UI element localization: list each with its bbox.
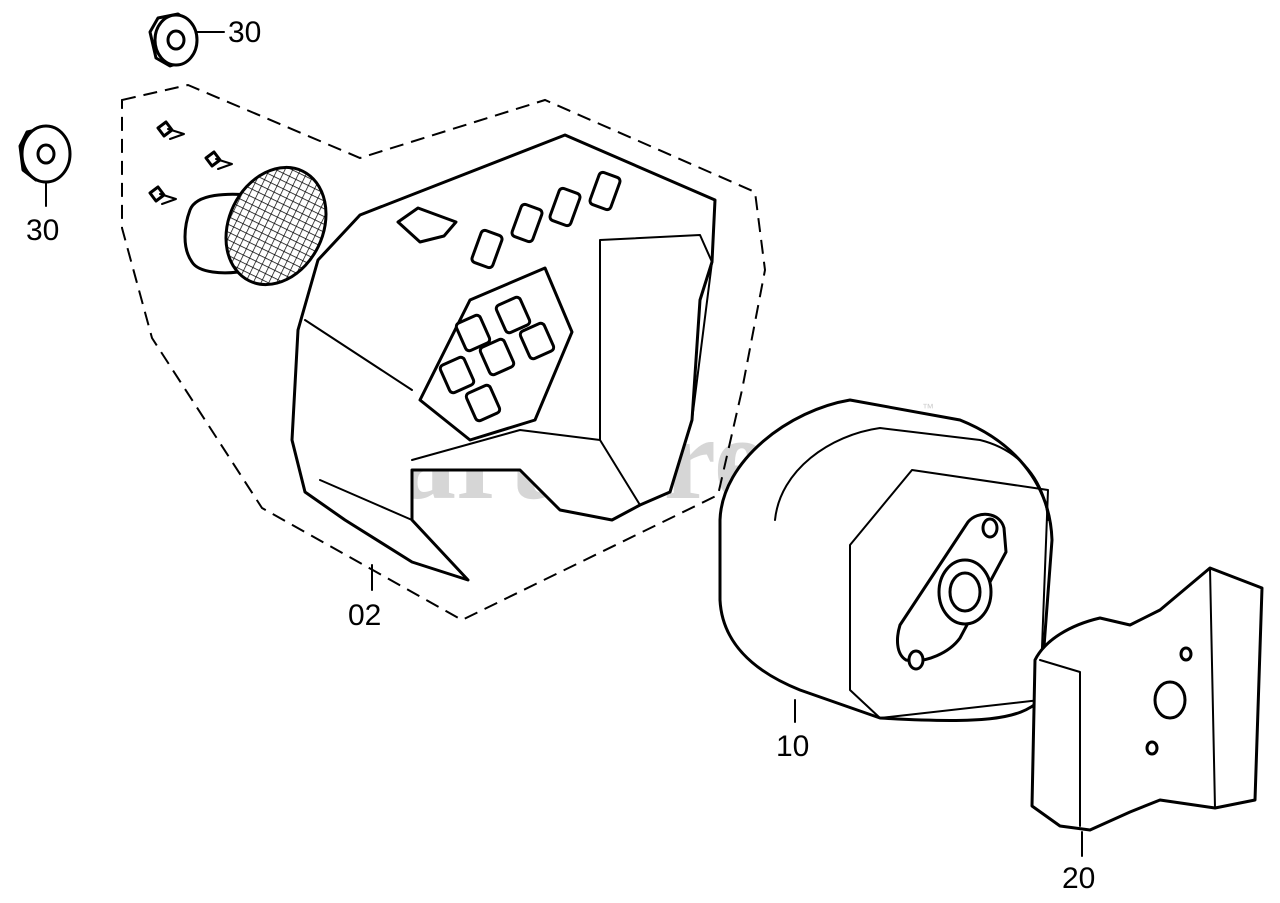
nut-top bbox=[148, 12, 225, 68]
assembly-outline bbox=[121, 83, 767, 622]
heat-shield bbox=[290, 133, 717, 591]
screw-icon bbox=[156, 120, 185, 140]
muffler bbox=[718, 398, 1054, 723]
screw-icon bbox=[204, 150, 233, 170]
screw-icon bbox=[148, 185, 177, 205]
watermark-trademark: ™ bbox=[922, 401, 934, 415]
callout-labels: 30 30 02 10 20 bbox=[26, 16, 1095, 895]
screw-icons bbox=[148, 120, 233, 205]
callout-muffler: 10 bbox=[776, 730, 809, 763]
callout-nut-top: 30 bbox=[228, 16, 261, 49]
nut-left bbox=[18, 124, 72, 207]
callout-nut-left: 30 bbox=[26, 214, 59, 247]
callout-heat-shield: 02 bbox=[348, 599, 381, 632]
gasket bbox=[1030, 566, 1264, 857]
callout-gasket: 20 bbox=[1062, 862, 1095, 895]
spark-arrestor-screen bbox=[183, 165, 328, 287]
